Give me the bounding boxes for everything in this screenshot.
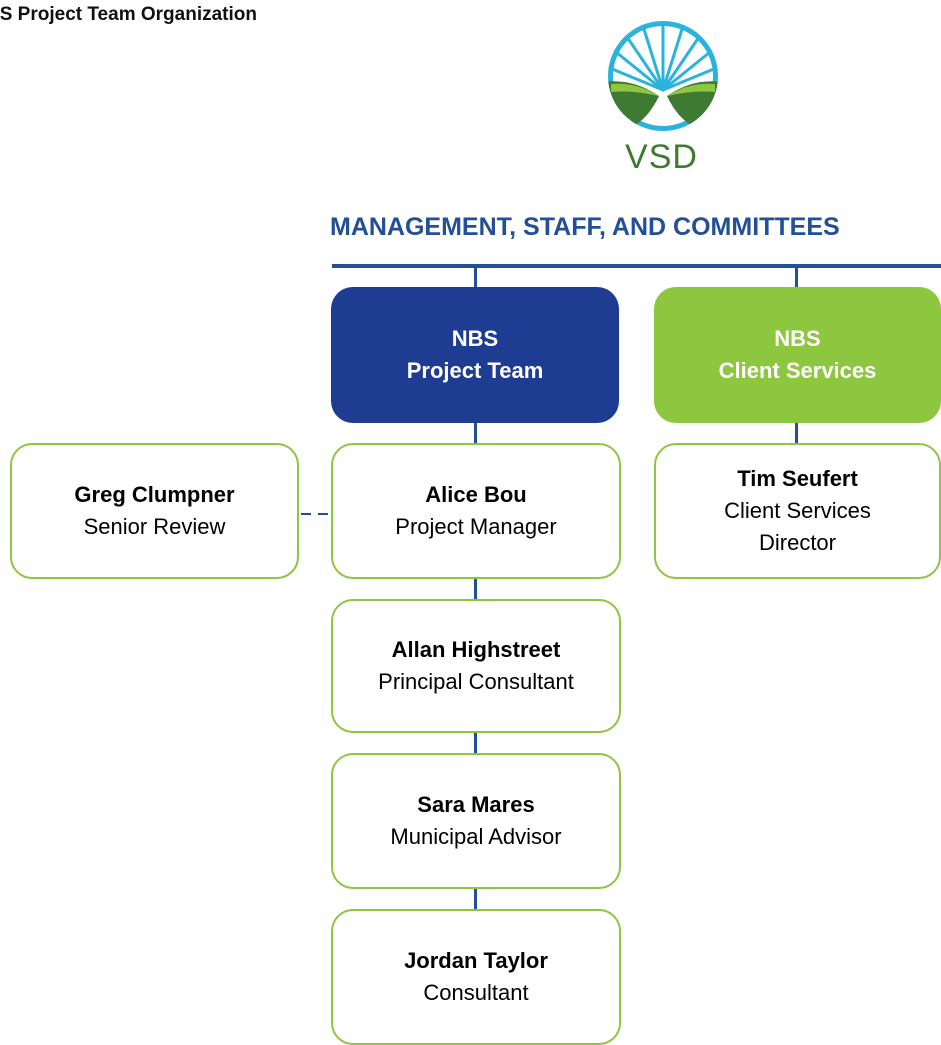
person-name: Jordan Taylor xyxy=(404,948,548,973)
person-name: Tim Seufert xyxy=(737,466,858,491)
person-card-allan-highstreet: Allan Highstreet Principal Consultant xyxy=(331,599,621,733)
sunrise-field-logo-icon xyxy=(608,21,718,131)
person-card-jordan-taylor: Jordan Taylor Consultant xyxy=(331,909,621,1045)
person-card-tim-seufert: Tim Seufert Client Services Director xyxy=(654,443,941,579)
logo-text: VSD xyxy=(625,138,698,176)
project-team-title: Project Team xyxy=(406,358,544,383)
person-name: Sara Mares xyxy=(417,792,535,817)
person-role: Client Services xyxy=(724,498,871,523)
person-role: Principal Consultant xyxy=(378,669,574,694)
heading-rule xyxy=(332,264,941,268)
document-title: BS Project Team Organization xyxy=(0,4,257,25)
person-card-alice-bou: Alice Bou Project Manager xyxy=(331,443,621,579)
person-name: Greg Clumpner xyxy=(74,482,235,507)
section-heading: MANAGEMENT, STAFF, AND COMMITTEES xyxy=(330,213,840,241)
person-card-greg-clumpner: Greg Clumpner Senior Review xyxy=(10,443,299,579)
person-card-sara-mares: Sara Mares Municipal Advisor xyxy=(331,753,621,889)
client-services-org: NBS xyxy=(774,326,821,351)
person-name: Alice Bou xyxy=(425,482,527,507)
client-services-group: NBS Client Services xyxy=(654,287,941,423)
dashed-connector-segment xyxy=(301,513,311,515)
connector-allan-sara xyxy=(474,733,477,753)
connector-alice-allan xyxy=(474,579,477,599)
connector-rule-project-team xyxy=(474,266,477,287)
person-name: Allan Highstreet xyxy=(391,637,561,662)
project-team-group: NBS Project Team xyxy=(331,287,619,423)
vsd-logo: VSD xyxy=(603,20,738,190)
person-role: Senior Review xyxy=(83,514,226,539)
connector-team-alice xyxy=(474,423,477,443)
person-role: Consultant xyxy=(423,980,529,1005)
connector-client-tim xyxy=(795,423,798,443)
person-role-continued: Director xyxy=(758,530,836,555)
project-team-org: NBS xyxy=(451,326,499,351)
person-role: Project Manager xyxy=(395,514,557,539)
connector-rule-client-services xyxy=(795,266,798,287)
person-role: Municipal Advisor xyxy=(390,824,562,849)
dashed-connector-segment xyxy=(318,513,328,515)
connector-sara-jordan xyxy=(474,889,477,909)
client-services-title: Client Services xyxy=(718,358,877,383)
